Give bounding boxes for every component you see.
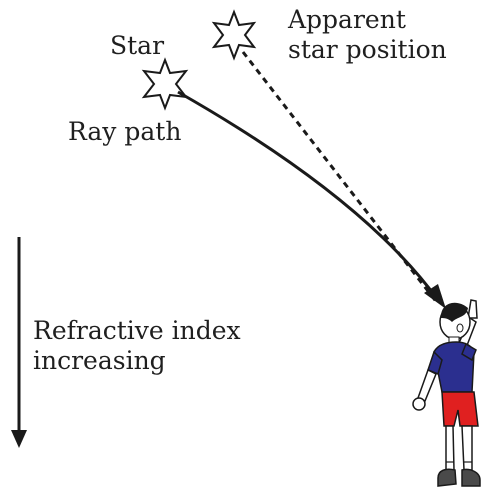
refractive-index-label-line1: Refractive index [33,316,241,345]
refractive-index-label: Refractive index increasing [33,316,241,376]
apparent-star-label-line1: Apparent [288,5,406,34]
true-star-label: Star [110,31,165,60]
refractive-index-arrow [11,237,27,448]
apparent-star-icon [211,9,257,61]
apparent-star-label: Apparent star position [288,5,447,65]
ray-path-curve [177,90,440,301]
ray-path-label: Ray path [68,117,182,146]
refractive-index-label-line2: increasing [33,346,166,375]
true-star-icon [141,57,189,111]
apparent-star-label-line2: star position [288,35,447,64]
ray-arrowhead [424,284,446,309]
observer-boy-icon [412,299,481,487]
